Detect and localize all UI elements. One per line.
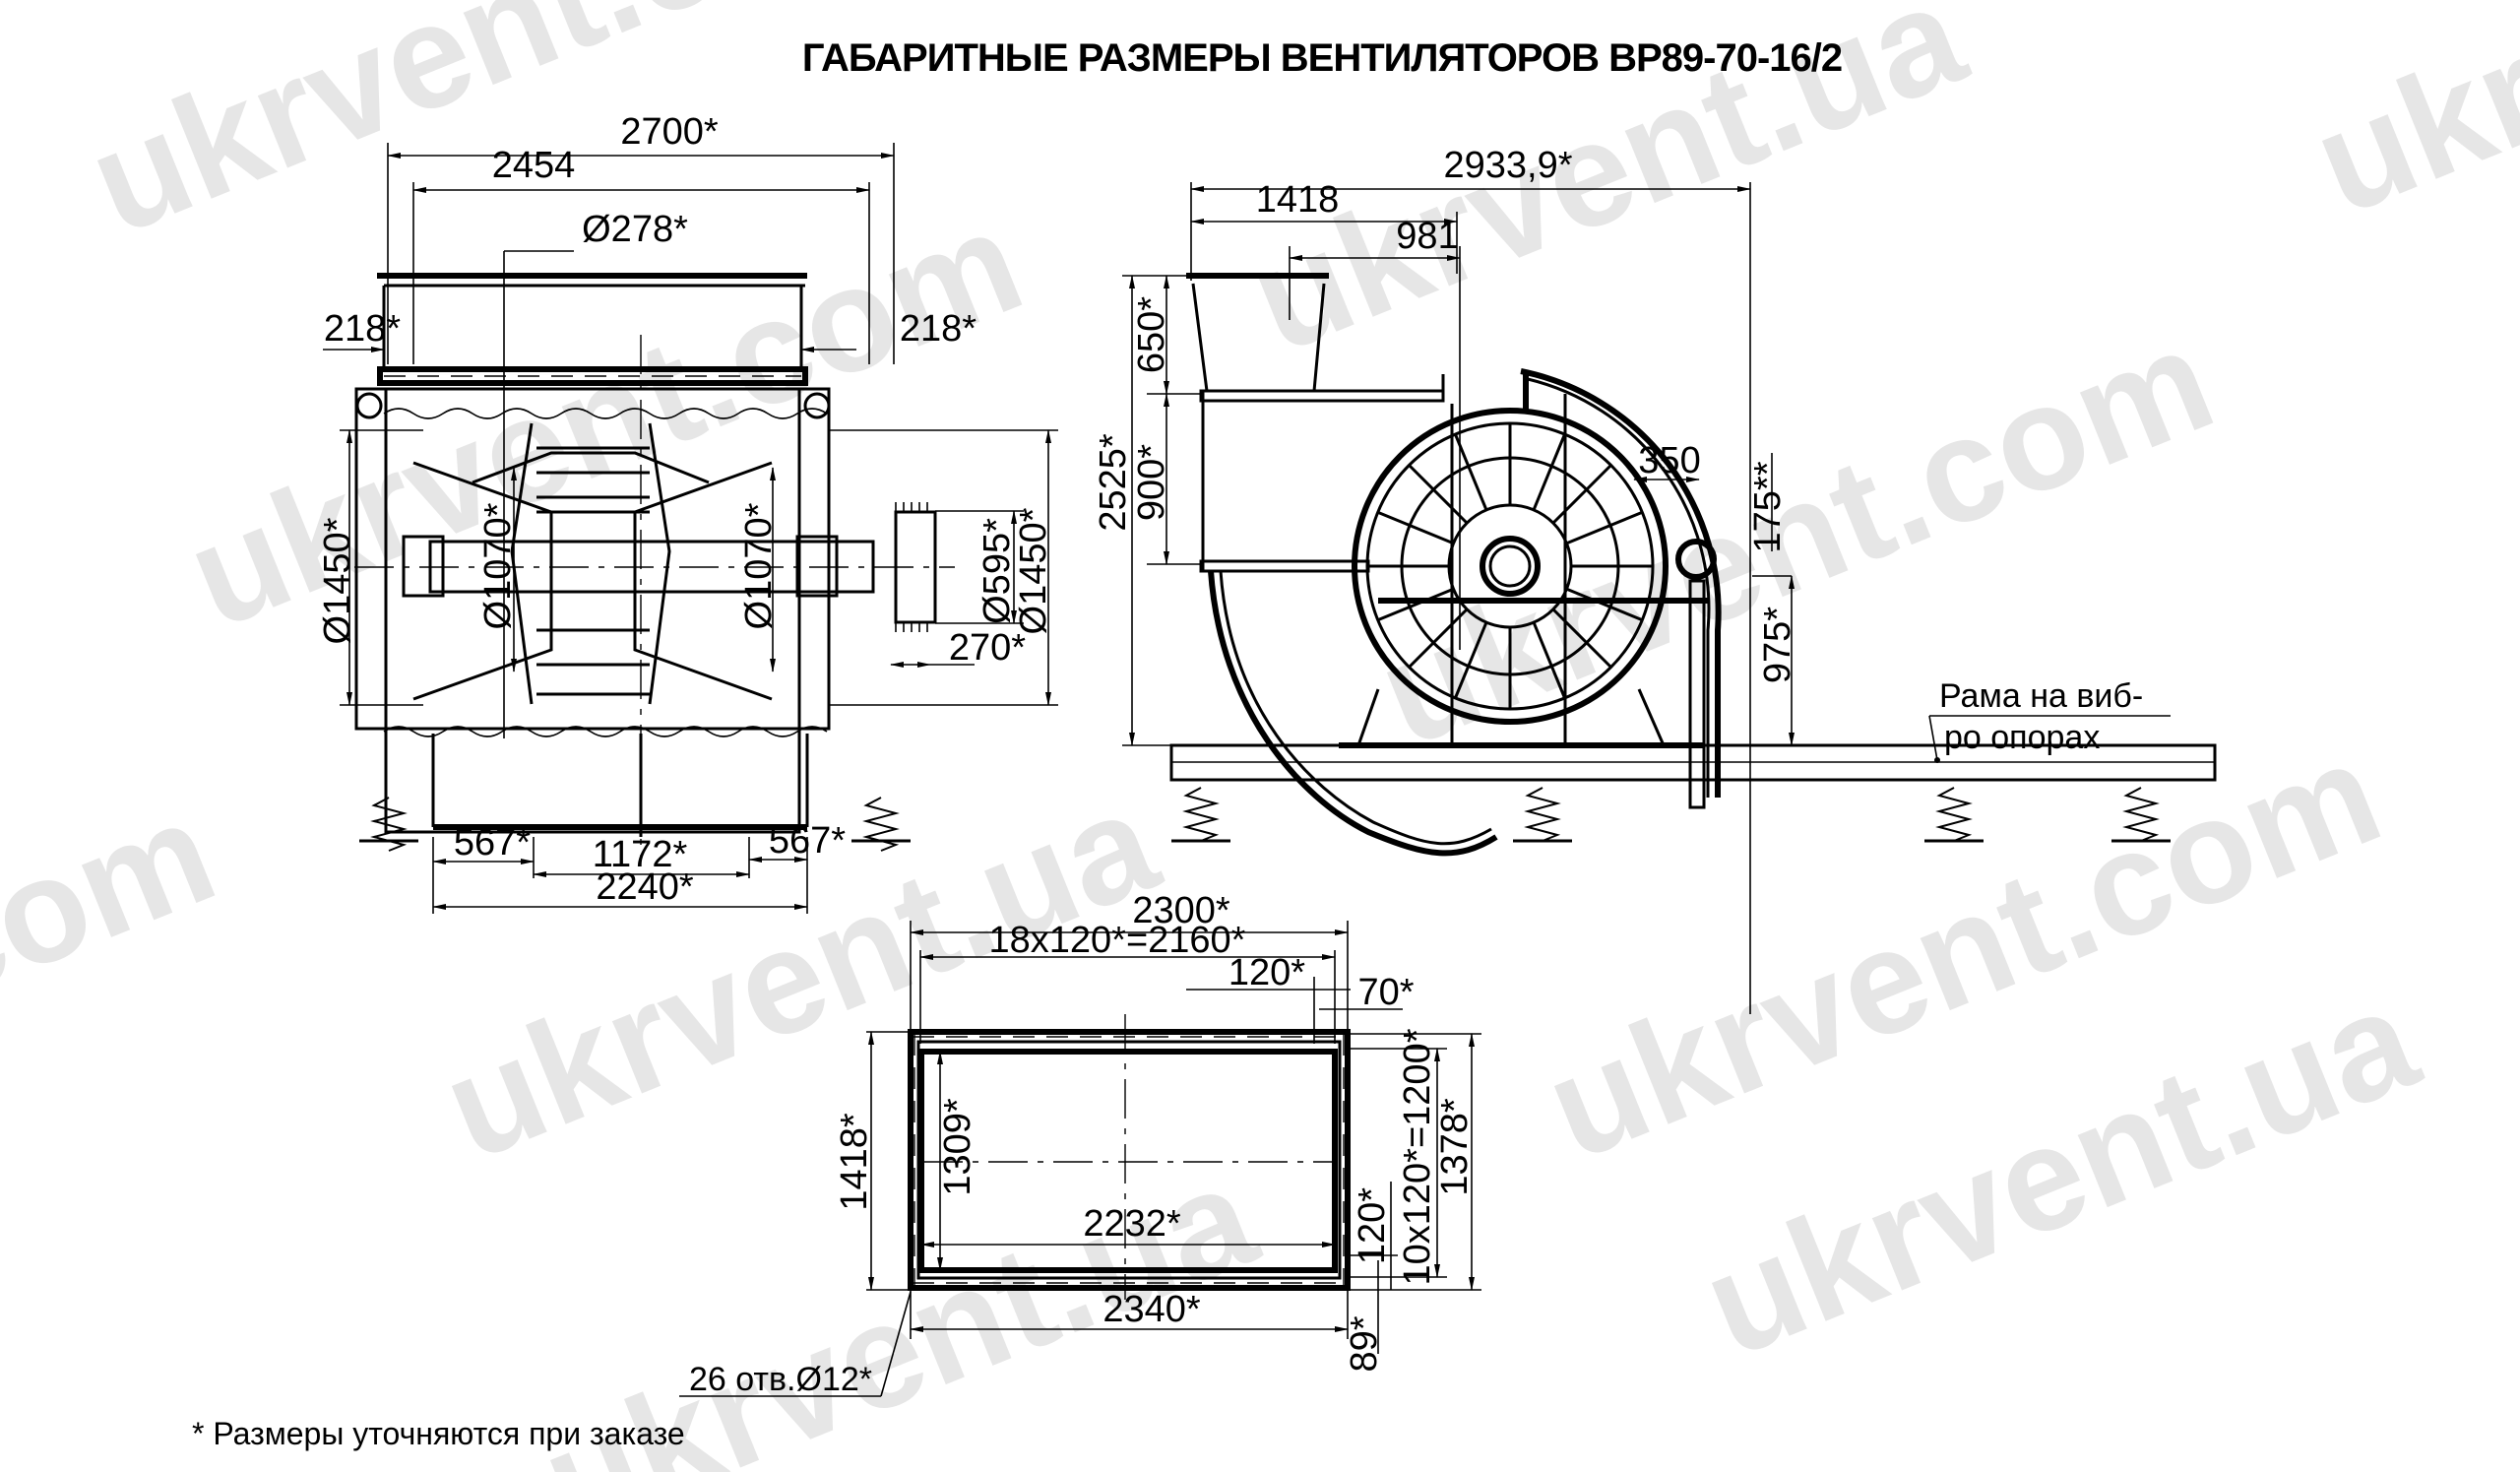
dim-motor-offset: 350 (1638, 440, 1700, 481)
flange-view: 2300* 18x120*=2160* 120* 70* 1418* 1309* (679, 890, 1481, 1398)
holes-note: 26 отв.Ø12* (689, 1361, 872, 1398)
dim-outer-height: 1418* (834, 1113, 875, 1211)
vibration-spring (1924, 787, 1984, 843)
dim-overall-width: 2700* (620, 111, 719, 153)
dim-bottom-right: 567* (769, 820, 846, 862)
dim-pulley-diameter: Ø595* (976, 518, 1018, 624)
front-view: 2700* 2454 Ø278* 218* 218* (317, 111, 1058, 914)
vibration-spring (1171, 787, 1230, 843)
page-title: ГАБАРИТНЫЕ РАЗМЕРЫ ВЕНТИЛЯТОРОВ ВР89-70-… (802, 36, 1842, 80)
dim-pitch-vertical: 120* (1352, 1187, 1393, 1264)
dim-housing-diameter-left: Ø1450* (317, 517, 358, 644)
dim-inner-height: 1309* (937, 1098, 978, 1196)
dim-axis-height: 975* (1757, 607, 1798, 683)
dim-outlet-length: 1418 (1256, 179, 1340, 221)
dim-bolt-height: 1378* (1434, 1098, 1476, 1196)
dim-box-height: 900* (1131, 444, 1172, 521)
dim-hole-pitch-vertical: 10x120*=1200* (1397, 1028, 1438, 1285)
dim-housing-diameter-right: Ø1450* (1013, 507, 1054, 634)
dim-wheel-diameter-right: Ø1070* (738, 502, 780, 629)
dim-bottom-center: 1172* (593, 834, 688, 875)
watermark: ukrvent.ua (2293, 0, 2520, 246)
dim-wheel-diameter-left: Ø1070* (477, 502, 519, 629)
dim-shaft-diameter: Ø278* (582, 209, 688, 250)
dim-outlet-height: 650* (1131, 296, 1172, 373)
dim-outlet-to-axis: 981 (1396, 216, 1458, 257)
dim-flange-width: 2454 (492, 145, 576, 186)
dim-inner-width: 2232* (1083, 1203, 1181, 1245)
frame-label-line1: Рама на виб- (1939, 677, 2143, 715)
vibration-spring (851, 797, 911, 852)
footnote: * Размеры уточняются при заказе (192, 1416, 685, 1451)
dim-edge-top: 70* (1357, 972, 1414, 1013)
vibration-spring (2111, 787, 2171, 843)
vibration-spring (359, 797, 418, 852)
dim-pulley-offset: 270* (949, 627, 1026, 669)
side-view: 2933,9* 1418 981 (1093, 145, 2217, 1014)
dim-overall-length: 2933,9* (1443, 145, 1572, 186)
dim-bottom-total: 2240* (596, 866, 694, 908)
dim-outer-width: 2300* (1132, 890, 1230, 931)
dim-edge-bottom: 89* (1344, 1315, 1385, 1372)
vibration-spring (1513, 787, 1572, 843)
dim-pitch-top: 120* (1228, 952, 1305, 993)
frame-label-line2: ро опорах (1944, 719, 2100, 756)
dim-axis-offset: 175** (1747, 461, 1789, 552)
dim-hole-pitch-horizontal: 18x120*=2160* (989, 920, 1246, 961)
dim-right-offset: 218* (900, 308, 976, 350)
dim-bottom-left: 567* (454, 822, 531, 864)
watermark: ukrvent.com (0, 768, 235, 1250)
dim-total-height: 2525* (1093, 433, 1134, 532)
dim-bottom-width: 2340* (1102, 1289, 1201, 1330)
dim-left-offset: 218* (324, 308, 401, 350)
